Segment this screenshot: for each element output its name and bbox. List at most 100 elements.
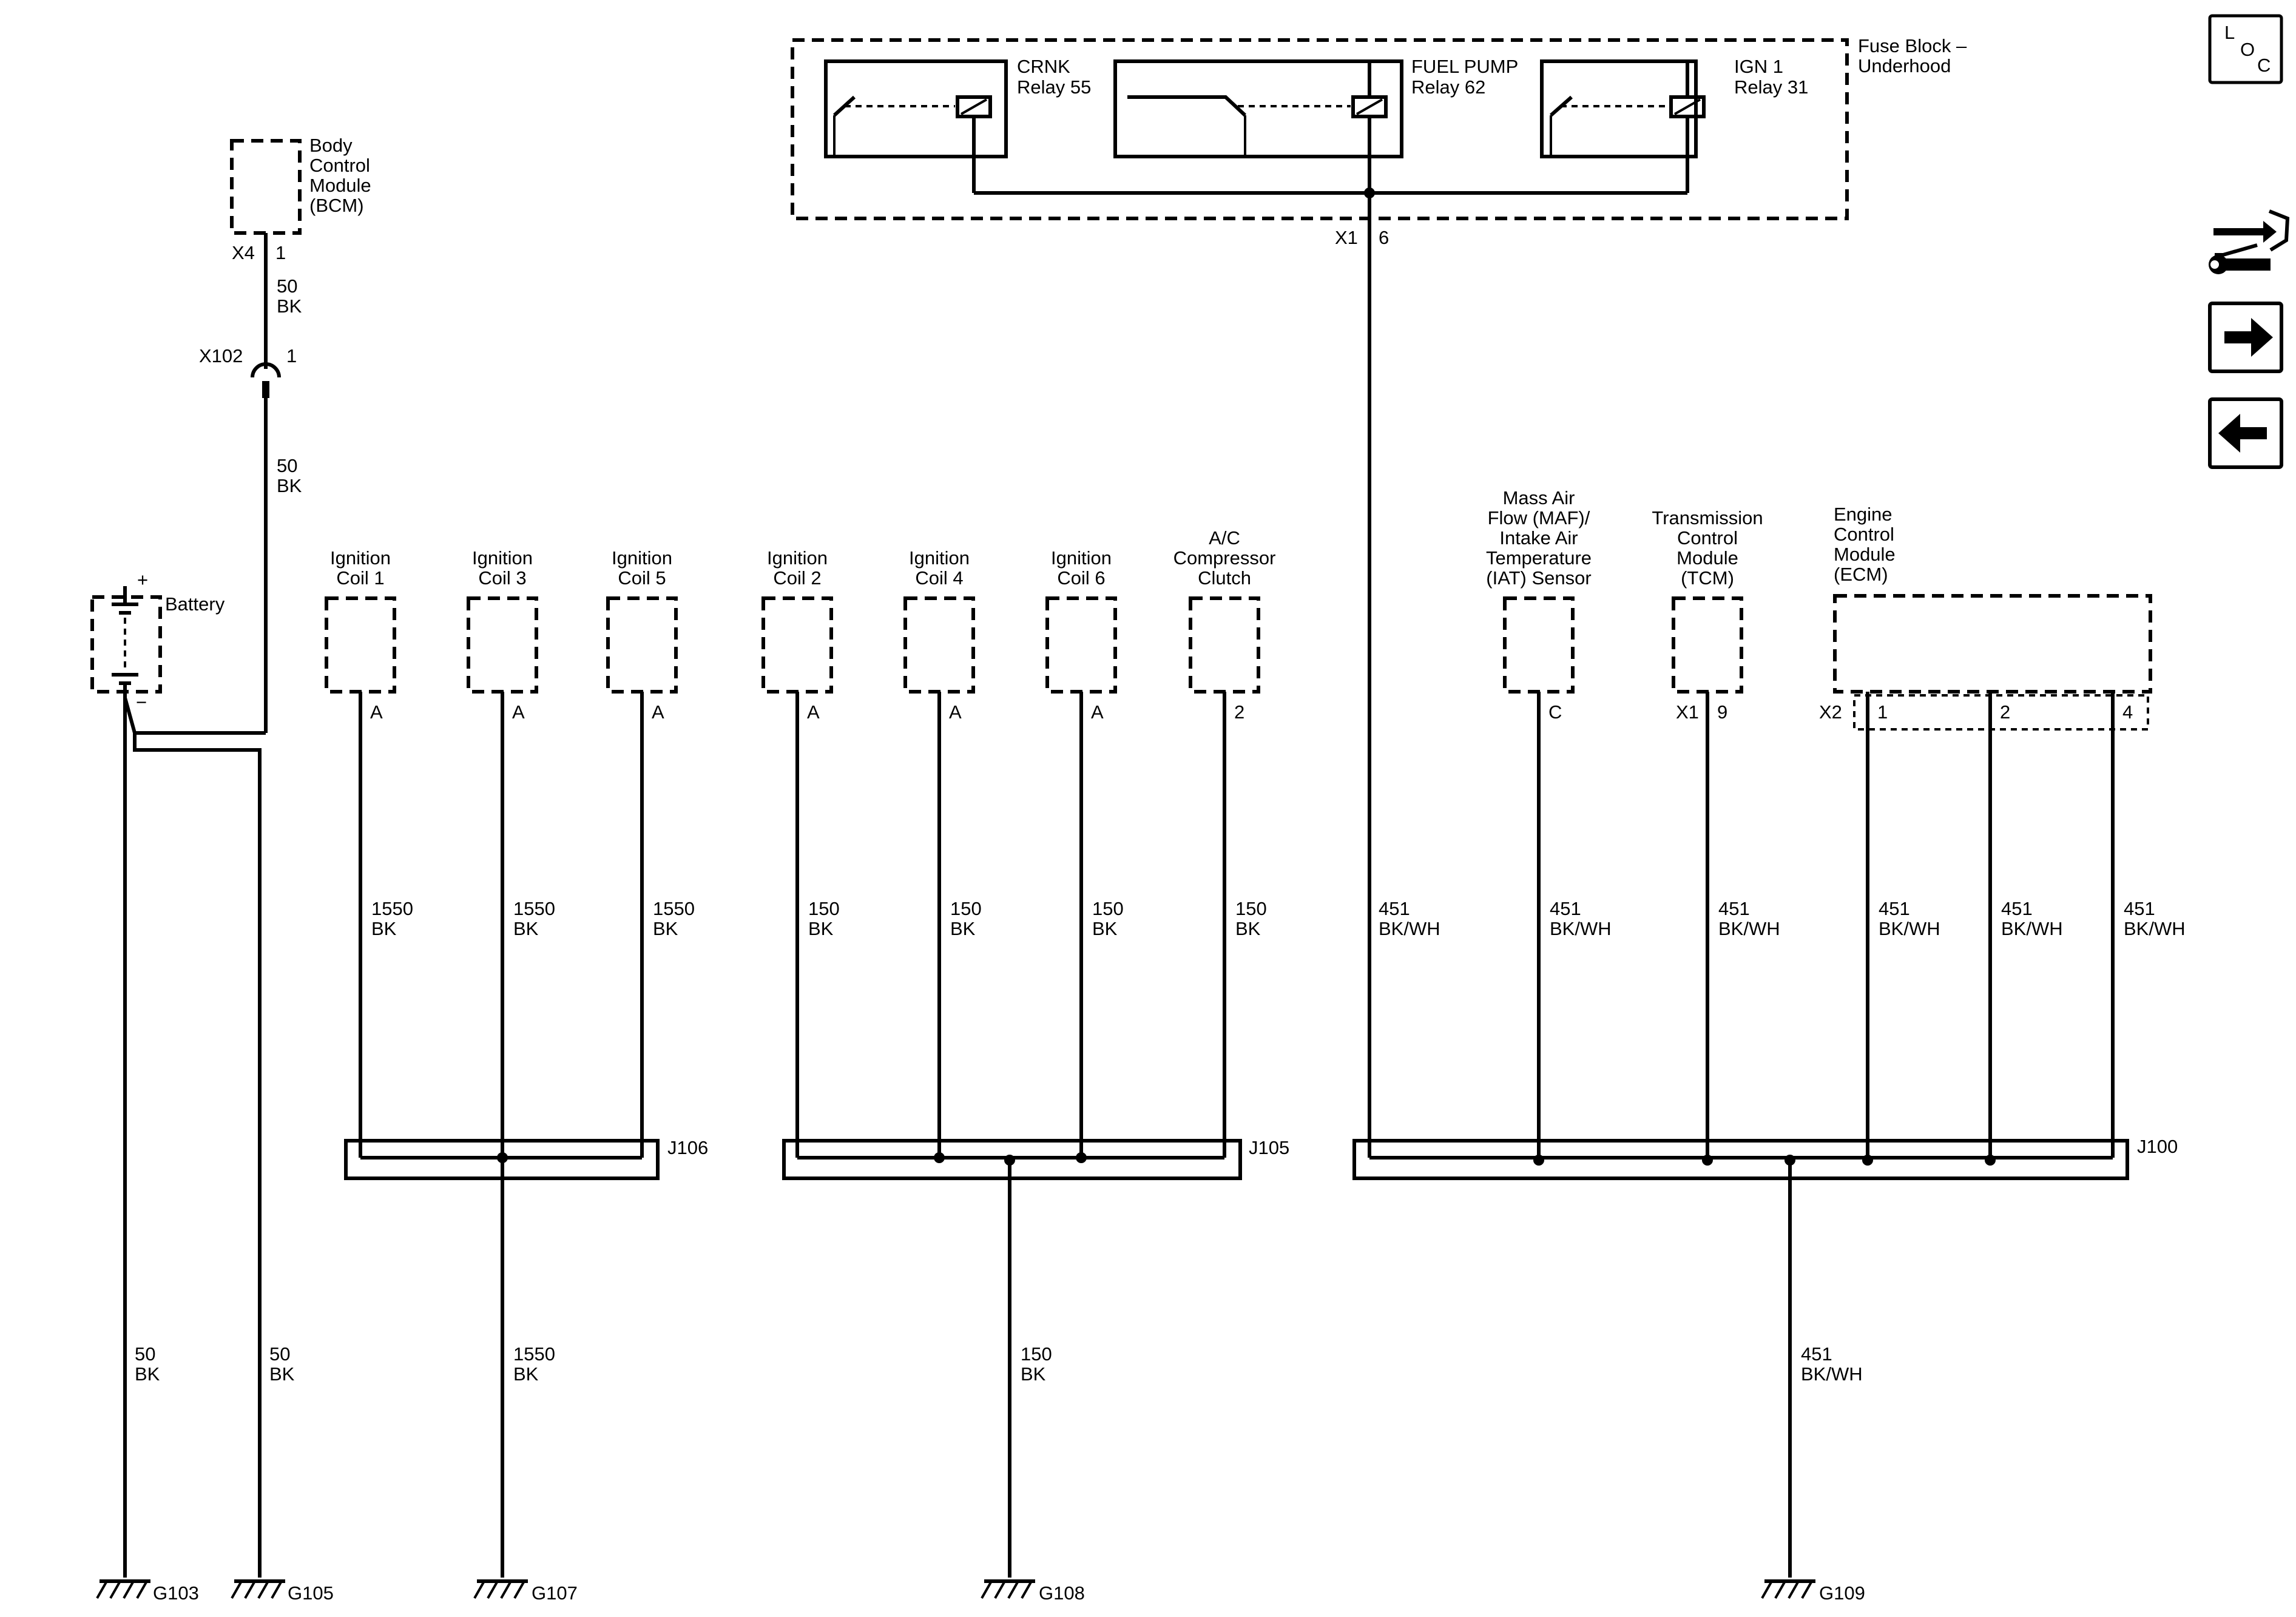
- tcm-pin: 9: [1717, 701, 1727, 723]
- ecm-connector: X2: [1819, 701, 1842, 723]
- fuse-block-label-2: Underhood: [1858, 55, 1951, 76]
- battery-plus: +: [137, 569, 148, 590]
- maf-label-5: (IAT) Sensor: [1486, 567, 1591, 589]
- ground-label: G108: [1039, 1582, 1085, 1604]
- ground-label: G105: [288, 1582, 334, 1604]
- ground-g109: G109: [1761, 1579, 1865, 1604]
- ign1-relay-name: IGN 1: [1734, 56, 1783, 77]
- coil1-label-2: Coil 1: [336, 567, 384, 589]
- ecm-pin-1: 1: [1877, 701, 1888, 723]
- fuse-block-ground-wire: X1 6 451 BK/WH: [1335, 218, 1440, 1158]
- battery-minus: −: [136, 692, 147, 713]
- crnk-relay-name: CRNK: [1017, 56, 1070, 77]
- wire-number: 451: [1550, 898, 1581, 919]
- wire-color: BK: [513, 1363, 539, 1385]
- fuel-pump-relay-name: FUEL PUMP: [1411, 56, 1518, 77]
- bcm-pin: 1: [275, 242, 286, 263]
- wire-color: BK: [950, 918, 976, 939]
- splice-label: J106: [667, 1137, 708, 1158]
- coil6-label-2: Coil 6: [1057, 567, 1105, 589]
- loc-letter-l: L: [2224, 22, 2235, 43]
- ecm-label-4: (ECM): [1834, 564, 1888, 585]
- tcm-label-3: Module: [1676, 547, 1738, 569]
- maf-label-2: Flow (MAF)/: [1488, 507, 1590, 528]
- wire-number: 451: [2124, 898, 2155, 919]
- splice-label: J105: [1249, 1137, 1289, 1158]
- wire-number: 150: [1021, 1343, 1052, 1365]
- wire-color: BK: [135, 1363, 160, 1385]
- wire-color: BK/WH: [1879, 918, 1940, 939]
- coil4-label-1: Ignition: [909, 547, 970, 569]
- wire-color: BK: [1021, 1363, 1046, 1385]
- wire-color: BK: [1235, 918, 1261, 939]
- coil5-pin: A: [652, 701, 664, 723]
- wire-number: 150: [1235, 898, 1267, 919]
- ground-g103: G103: [96, 1579, 199, 1604]
- coil2-label-1: Ignition: [767, 547, 828, 569]
- wire-number: 451: [1718, 898, 1750, 919]
- inline-connector-x102: [251, 362, 281, 378]
- wire-number: 451: [1801, 1343, 1832, 1365]
- ground-g107: G107: [473, 1579, 578, 1604]
- wire-color: BK: [1092, 918, 1118, 939]
- wire-number: 1550: [513, 1343, 555, 1365]
- wire-number: 50: [135, 1343, 155, 1365]
- ground-label: G107: [532, 1582, 578, 1604]
- wire-color: BK/WH: [2124, 918, 2186, 939]
- coil5-label-2: Coil 5: [618, 567, 666, 589]
- wire-number: 50: [269, 1343, 290, 1365]
- loc-letter-c: C: [2257, 55, 2271, 76]
- wire-color: BK: [371, 918, 397, 939]
- tcm-label-4: (TCM): [1681, 567, 1734, 589]
- coil1-pin: A: [370, 701, 383, 723]
- splice-j106: J106 1550 BK: [344, 1137, 708, 1578]
- inline-connector-label: X102: [199, 345, 243, 366]
- wire-number: 50: [277, 455, 297, 476]
- ac-label-1: A/C: [1209, 527, 1240, 549]
- wire-number: 50: [277, 275, 297, 297]
- battery: + − Battery 50 BK 50 BK: [90, 569, 295, 1578]
- coil3-pin: A: [512, 701, 525, 723]
- wire-color: BK: [513, 918, 539, 939]
- ground-label: G103: [153, 1582, 199, 1604]
- coil4-pin: A: [949, 701, 962, 723]
- coil5-label-1: Ignition: [612, 547, 672, 569]
- bcm-label-4: (BCM): [309, 195, 364, 216]
- ecm-label-3: Module: [1834, 544, 1896, 565]
- wire-color: BK: [269, 1363, 295, 1385]
- inline-connector-pin: 1: [286, 345, 297, 366]
- bcm-label-2: Control: [309, 155, 370, 176]
- maf-label-3: Intake Air: [1499, 527, 1578, 549]
- maf-label-4: Temperature: [1486, 547, 1592, 569]
- next-arrow-icon[interactable]: [2208, 302, 2283, 373]
- tcm-label-2: Control: [1677, 527, 1738, 549]
- fuel-pump-relay: FUEL PUMP Relay 62: [1113, 56, 1518, 193]
- coil6-label-1: Ignition: [1051, 547, 1112, 569]
- wire-number: 150: [808, 898, 840, 919]
- wire-color: BK/WH: [1801, 1363, 1863, 1385]
- ecm-pin-3: 4: [2122, 701, 2133, 723]
- coil2-label-2: Coil 2: [773, 567, 821, 589]
- wire-number: 1550: [653, 898, 695, 919]
- wire-color: BK/WH: [1718, 918, 1780, 939]
- wire-color: BK/WH: [1550, 918, 1612, 939]
- wire-color: BK: [277, 295, 302, 317]
- ign1-relay-number: Relay 31: [1734, 76, 1808, 98]
- wire-number: 150: [1092, 898, 1124, 919]
- previous-arrow-icon[interactable]: [2208, 397, 2283, 469]
- location-icon[interactable]: L O C: [2208, 14, 2283, 84]
- connector-wrench-icon[interactable]: [2209, 209, 2290, 274]
- body-control-module: Body Control Module (BCM) X4 1 50 BK X10…: [135, 135, 371, 735]
- loc-letter-o: O: [2240, 39, 2255, 60]
- fuse-connector-pin: 6: [1379, 227, 1389, 248]
- fuel-pump-relay-number: Relay 62: [1411, 76, 1485, 98]
- bcm-label-1: Body: [309, 135, 353, 156]
- coil3-label-1: Ignition: [472, 547, 533, 569]
